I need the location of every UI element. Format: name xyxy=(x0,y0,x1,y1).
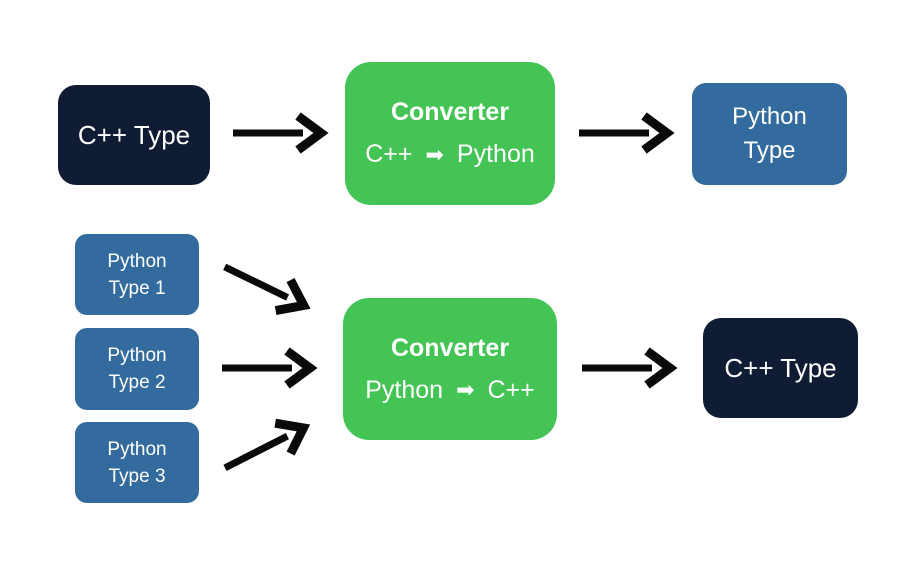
right-arrow-icon: ➡ xyxy=(425,141,444,167)
converter-cpp-to-python-box: Converter C++ ➡ Python xyxy=(345,62,555,205)
python-type-2-line1: Python xyxy=(107,345,167,366)
converter-from-label: C++ xyxy=(365,140,413,168)
converter-from-label: Python xyxy=(365,375,444,404)
python-type-2-line2: Type 2 xyxy=(108,372,166,393)
arrow-python1-to-converter xyxy=(223,263,311,316)
python-type-target-line2: Type xyxy=(743,137,796,164)
converter-to-label: Python xyxy=(456,140,535,168)
arrow-converter-to-python xyxy=(579,112,675,154)
python-type-3-box: Python Type 3 xyxy=(75,422,199,503)
arrow-converter-to-cpp xyxy=(582,347,678,389)
python-type-1-line1: Python xyxy=(107,250,167,272)
converter-title: Converter xyxy=(390,333,510,362)
converter-to-label: C++ xyxy=(487,375,535,404)
cpp-type-target-label: C++ Type xyxy=(724,352,837,383)
python-type-3-line1: Python xyxy=(107,438,167,460)
cpp-type-source-box: C++ Type xyxy=(58,85,210,185)
arrow-python2-to-converter xyxy=(222,347,318,389)
python-type-2-box: Python Type 2 xyxy=(75,328,199,410)
converter-title: Converter xyxy=(390,98,510,126)
arrow-cpp-to-converter xyxy=(233,112,329,154)
python-type-target-line1: Python xyxy=(732,103,807,130)
right-arrow-icon: ➡ xyxy=(456,377,475,402)
arrow-python3-to-converter xyxy=(223,418,311,472)
python-type-1-box: Python Type 1 xyxy=(75,234,199,315)
converter-subtitle: Python ➡ C++ xyxy=(365,376,535,405)
python-type-target-box: Python Type xyxy=(692,83,847,185)
converter-python-to-cpp-box: Converter Python ➡ C++ xyxy=(343,298,557,440)
python-type-3-line2: Type 3 xyxy=(108,465,166,487)
cpp-type-source-label: C++ Type xyxy=(77,119,191,150)
cpp-type-target-box: C++ Type xyxy=(703,318,858,418)
python-type-1-line2: Type 1 xyxy=(108,277,166,299)
converter-subtitle: C++ ➡ Python xyxy=(365,140,535,169)
